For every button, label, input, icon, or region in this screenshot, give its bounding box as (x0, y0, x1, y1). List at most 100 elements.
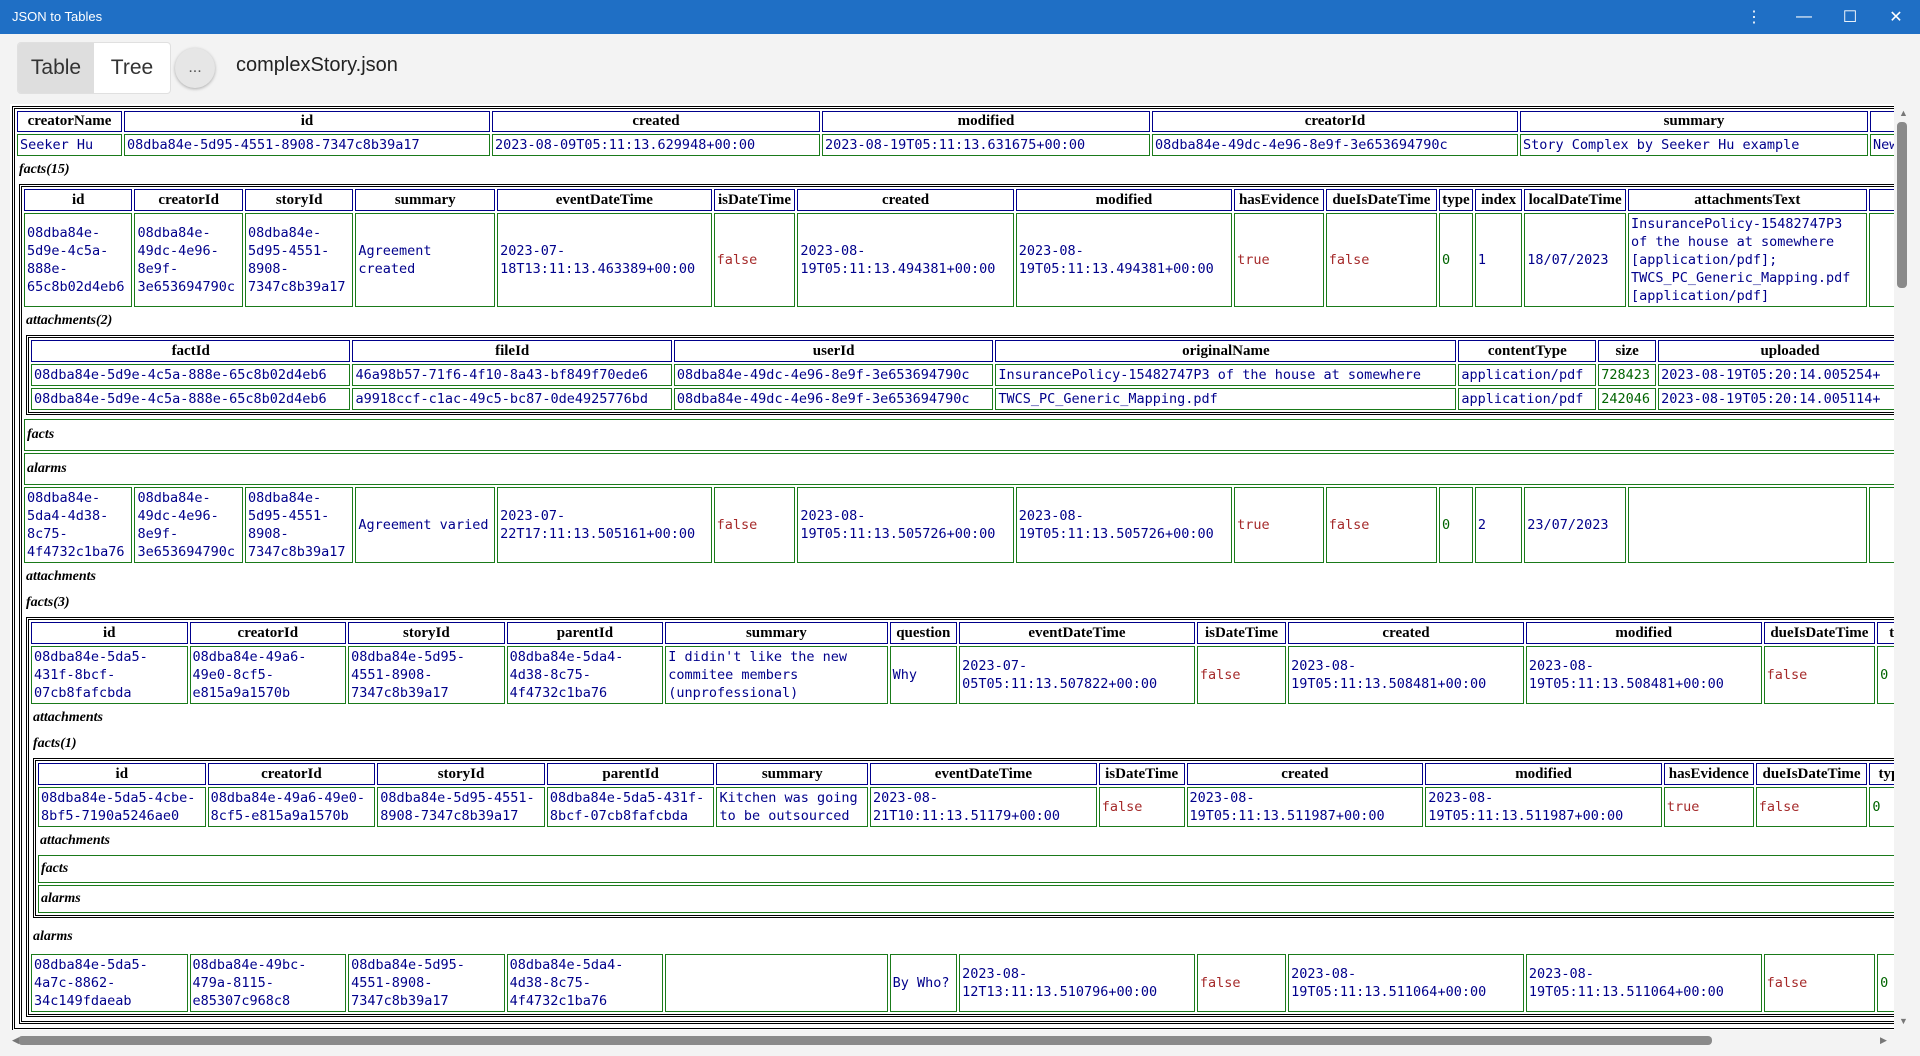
cell[interactable]: 2023-07-05T05:11:13.507822+00:00 (959, 646, 1195, 704)
cell[interactable]: TWCS_PC_Generic_Mapping.pdf (995, 388, 1457, 410)
tab-table[interactable]: Table (18, 43, 94, 93)
cell[interactable]: false (713, 213, 796, 307)
cell[interactable]: application/pdf (1458, 388, 1597, 410)
cell[interactable]: 2023-08-21T10:11:13.51179+00:00 (870, 787, 1097, 827)
cell[interactable]: 0 (1438, 213, 1473, 307)
cell[interactable]: application/pdf (1458, 364, 1597, 386)
cell[interactable]: false (1325, 487, 1437, 563)
cell[interactable]: 08dba84e-5da4-4d38-8c75-4f4732c1ba76 (506, 646, 664, 704)
cell[interactable]: 08dba84e-5d95-4551-8908-7347c8b39a17 (244, 487, 354, 563)
cell[interactable]: 08dba84e-49bc-479a-8115-e85307c968c8 (189, 954, 347, 1012)
cell[interactable]: true (1663, 787, 1754, 827)
cell[interactable]: Agreement varied (355, 487, 496, 563)
more-vertical-icon[interactable]: ⋮ (1746, 9, 1762, 26)
cell[interactable]: 728423 (1598, 364, 1657, 386)
cell[interactable]: 08dba84e-5da5-4a7c-8862-34c149fdaeab (31, 954, 188, 1012)
cell[interactable] (1868, 213, 1894, 307)
table-viewport[interactable]: creatorName id created modified creatorI… (10, 104, 1894, 1030)
cell[interactable]: 08dba84e-5da5-431f-8bcf-07cb8fafcbda (546, 787, 715, 827)
cell[interactable] (1627, 487, 1867, 563)
cell[interactable]: 2023-08-19T05:11:13.511064+00:00 (1288, 954, 1524, 1012)
cell[interactable]: 08dba84e-5d9e-4c5a-888e-65c8b02d4eb6 (31, 364, 351, 386)
cell[interactable]: 08dba84e-5d9e-4c5a-888e-65c8b02d4eb6 (24, 213, 133, 307)
cell[interactable]: 08dba84e-5da4-4d38-8c75-4f4732c1ba76 (506, 954, 664, 1012)
cell[interactable]: 2023-08-09T05:11:13.629948+00:00 (492, 134, 820, 156)
cell[interactable]: 46a98b57-71f6-4f10-8a43-bf849f70ede6 (352, 364, 672, 386)
cell[interactable]: 2023-08-19T05:11:13.505726+00:00 (1015, 487, 1233, 563)
cell[interactable]: InsurancePolicy-15482747P3 of the house … (995, 364, 1457, 386)
cell[interactable]: 1 (1474, 213, 1523, 307)
cell[interactable]: 08dba84e-5da5-431f-8bcf-07cb8fafcbda (31, 646, 188, 704)
cell[interactable] (665, 954, 888, 1012)
cell[interactable]: 2023-07-18T13:11:13.463389+00:00 (497, 213, 712, 307)
cell[interactable]: 18/07/2023 (1524, 213, 1626, 307)
cell[interactable]: 0 (1877, 954, 1894, 1012)
cell[interactable]: 08dba84e-5d95-4551-8908-7347c8b39a17 (244, 213, 354, 307)
cell[interactable]: 08dba84e-5d95-4551-8908-7347c8b39a17 (348, 646, 505, 704)
vertical-scrollbar[interactable] (1894, 104, 1914, 1030)
cell[interactable]: false (713, 487, 796, 563)
cell[interactable]: Why (889, 646, 958, 704)
cell[interactable]: 08dba84e-49dc-4e96-8e9f-3e653694790c (134, 213, 243, 307)
horizontal-scroll-thumb[interactable] (18, 1036, 1712, 1045)
cell[interactable]: 08dba84e-49a6-49e0-8cf5-e815a9a1570b (189, 646, 347, 704)
cell[interactable]: By Who? (889, 954, 958, 1012)
cell[interactable]: 2023-08-19T05:11:13.494381+00:00 (1015, 213, 1233, 307)
close-icon[interactable]: ✕ (1889, 9, 1903, 26)
cell[interactable]: Agreement created (355, 213, 496, 307)
cell[interactable]: false (1763, 954, 1876, 1012)
cell[interactable]: 0 (1877, 646, 1894, 704)
cell[interactable]: 08dba84e-5da4-4d38-8c75-4f4732c1ba76 (24, 487, 133, 563)
scroll-right-icon[interactable]: ▶ (1880, 1035, 1887, 1045)
cell[interactable]: 23/07/2023 (1524, 487, 1626, 563)
cell[interactable]: true (1234, 213, 1324, 307)
cell[interactable]: New (1870, 134, 1894, 156)
cell[interactable]: 08dba84e-49dc-4e96-8e9f-3e653694790c (134, 487, 243, 563)
cell[interactable]: 08dba84e-5d95-4551-8908-7347c8b39a17 (348, 954, 505, 1012)
cell[interactable]: 242046 (1598, 388, 1657, 410)
minimize-icon[interactable]: — (1796, 8, 1812, 25)
maximize-icon[interactable]: ☐ (1842, 9, 1858, 26)
cell[interactable]: 2023-08-19T05:11:13.631675+00:00 (822, 134, 1150, 156)
cell[interactable]: false (1763, 646, 1876, 704)
cell[interactable]: Seeker Hu (17, 134, 122, 156)
cell[interactable]: 2023-08-12T13:11:13.510796+00:00 (959, 954, 1195, 1012)
cell[interactable]: 2023-08-19T05:11:13.511987+00:00 (1186, 787, 1424, 827)
cell[interactable]: 08dba84e-5d9e-4c5a-888e-65c8b02d4eb6 (31, 388, 351, 410)
cell[interactable]: 08dba84e-5d95-4551-8908-7347c8b39a17 (124, 134, 490, 156)
cell[interactable]: 2023-08-19T05:11:13.508481+00:00 (1525, 646, 1762, 704)
cell[interactable]: 08dba84e-49dc-4e96-8e9f-3e653694790c (1152, 134, 1518, 156)
cell[interactable]: 0 (1869, 787, 1894, 827)
cell[interactable]: 08dba84e-5da5-4cbe-8bf5-7190a5246ae0 (38, 787, 206, 827)
cell[interactable]: Kitchen was going to be outsourced (716, 787, 869, 827)
cell[interactable]: false (1098, 787, 1185, 827)
cell[interactable]: 2023-08-19T05:11:13.505726+00:00 (797, 487, 1014, 563)
cell[interactable]: 0 (1438, 487, 1473, 563)
tab-tree[interactable]: Tree (110, 56, 154, 79)
cell[interactable]: 2023-08-19T05:11:13.494381+00:00 (797, 213, 1014, 307)
cell[interactable]: 2023-08-19T05:20:14.005114+ (1658, 388, 1894, 410)
cell[interactable]: 08dba84e-49dc-4e96-8e9f-3e653694790c (673, 388, 994, 410)
cell[interactable] (1868, 487, 1894, 563)
cell[interactable]: false (1196, 646, 1287, 704)
cell[interactable]: 2023-08-19T05:11:13.511064+00:00 (1525, 954, 1762, 1012)
scroll-left-icon[interactable]: ◀ (12, 1035, 19, 1045)
scroll-down-icon[interactable]: ▼ (1899, 1016, 1908, 1026)
cell[interactable]: I didin't like the new commitee members … (665, 646, 888, 704)
cell[interactable]: Story Complex by Seeker Hu example (1520, 134, 1868, 156)
cell[interactable]: false (1755, 787, 1868, 827)
scroll-up-icon[interactable]: ▲ (1899, 108, 1908, 118)
cell[interactable]: false (1196, 954, 1287, 1012)
cell[interactable]: InsurancePolicy-15482747P3 of the house … (1627, 213, 1867, 307)
cell[interactable]: 2023-08-19T05:11:13.508481+00:00 (1288, 646, 1524, 704)
cell[interactable]: 2023-08-19T05:11:13.511987+00:00 (1425, 787, 1662, 827)
more-options-button[interactable]: ... (175, 48, 215, 88)
cell[interactable]: false (1325, 213, 1437, 307)
cell[interactable]: 2023-08-19T05:20:14.005254+ (1658, 364, 1894, 386)
cell[interactable]: 2023-07-22T17:11:13.505161+00:00 (497, 487, 712, 563)
cell[interactable]: 08dba84e-5d95-4551-8908-7347c8b39a17 (377, 787, 545, 827)
cell[interactable]: 08dba84e-49dc-4e96-8e9f-3e653694790c (673, 364, 994, 386)
cell[interactable]: a9918ccf-c1ac-49c5-bc87-0de4925776bd (352, 388, 672, 410)
cell[interactable]: 08dba84e-49a6-49e0-8cf5-e815a9a1570b (207, 787, 376, 827)
cell[interactable]: true (1234, 487, 1324, 563)
